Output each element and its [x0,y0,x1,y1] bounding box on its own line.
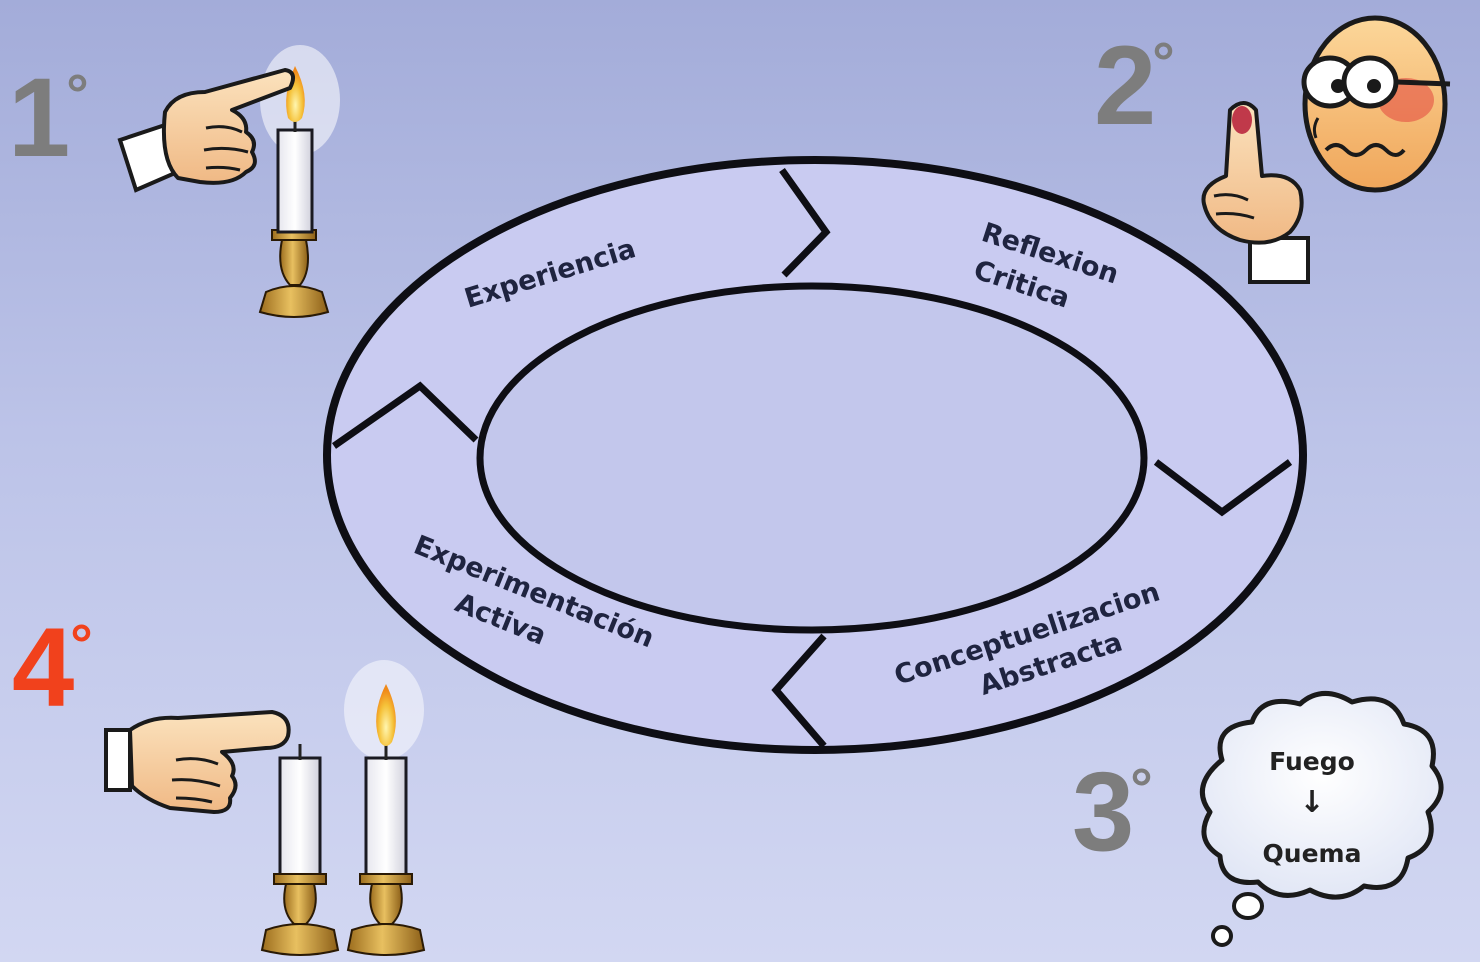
thought-cloud-bubble [1199,691,1444,900]
unlit-candle-icon [260,744,340,956]
hand-touching-candle-illustration [117,45,340,318]
thought-dot-small [1211,925,1233,947]
cycle-ring [323,156,1307,754]
worried-face-icon [1301,15,1451,193]
flame-icon-2 [376,684,396,746]
step-1-label: 1 [8,55,70,180]
step-4-number: 4° [12,612,93,724]
step-3-label: 3 [1072,749,1134,874]
thought-bottom-text: Quema [1263,839,1362,868]
pointing-hand-icon-2 [104,710,291,814]
step-4-label: 4 [12,605,74,730]
hand-and-two-candles-illustration [104,660,426,956]
ring-divider-bottom [771,633,827,749]
thought-arrow: ↓ [1299,785,1324,820]
ring-inner [476,282,1148,634]
candle-holder-icon [258,229,330,318]
pointing-hand-icon [117,68,296,193]
lit-candle-icon [344,660,426,956]
thought-cloud: Fuego ↓ Quema [1199,691,1444,947]
thought-top-text: Fuego [1269,747,1355,776]
candle-icon [276,128,314,234]
ring-divider-right [1153,459,1293,517]
ring-divider-left [331,381,479,449]
thought-dot-large [1232,892,1264,920]
ring-divider-top [779,167,831,278]
raised-finger-icon [1201,101,1310,284]
burned-finger-face-illustration [1201,15,1451,284]
step-2-label: 2 [1094,23,1156,148]
